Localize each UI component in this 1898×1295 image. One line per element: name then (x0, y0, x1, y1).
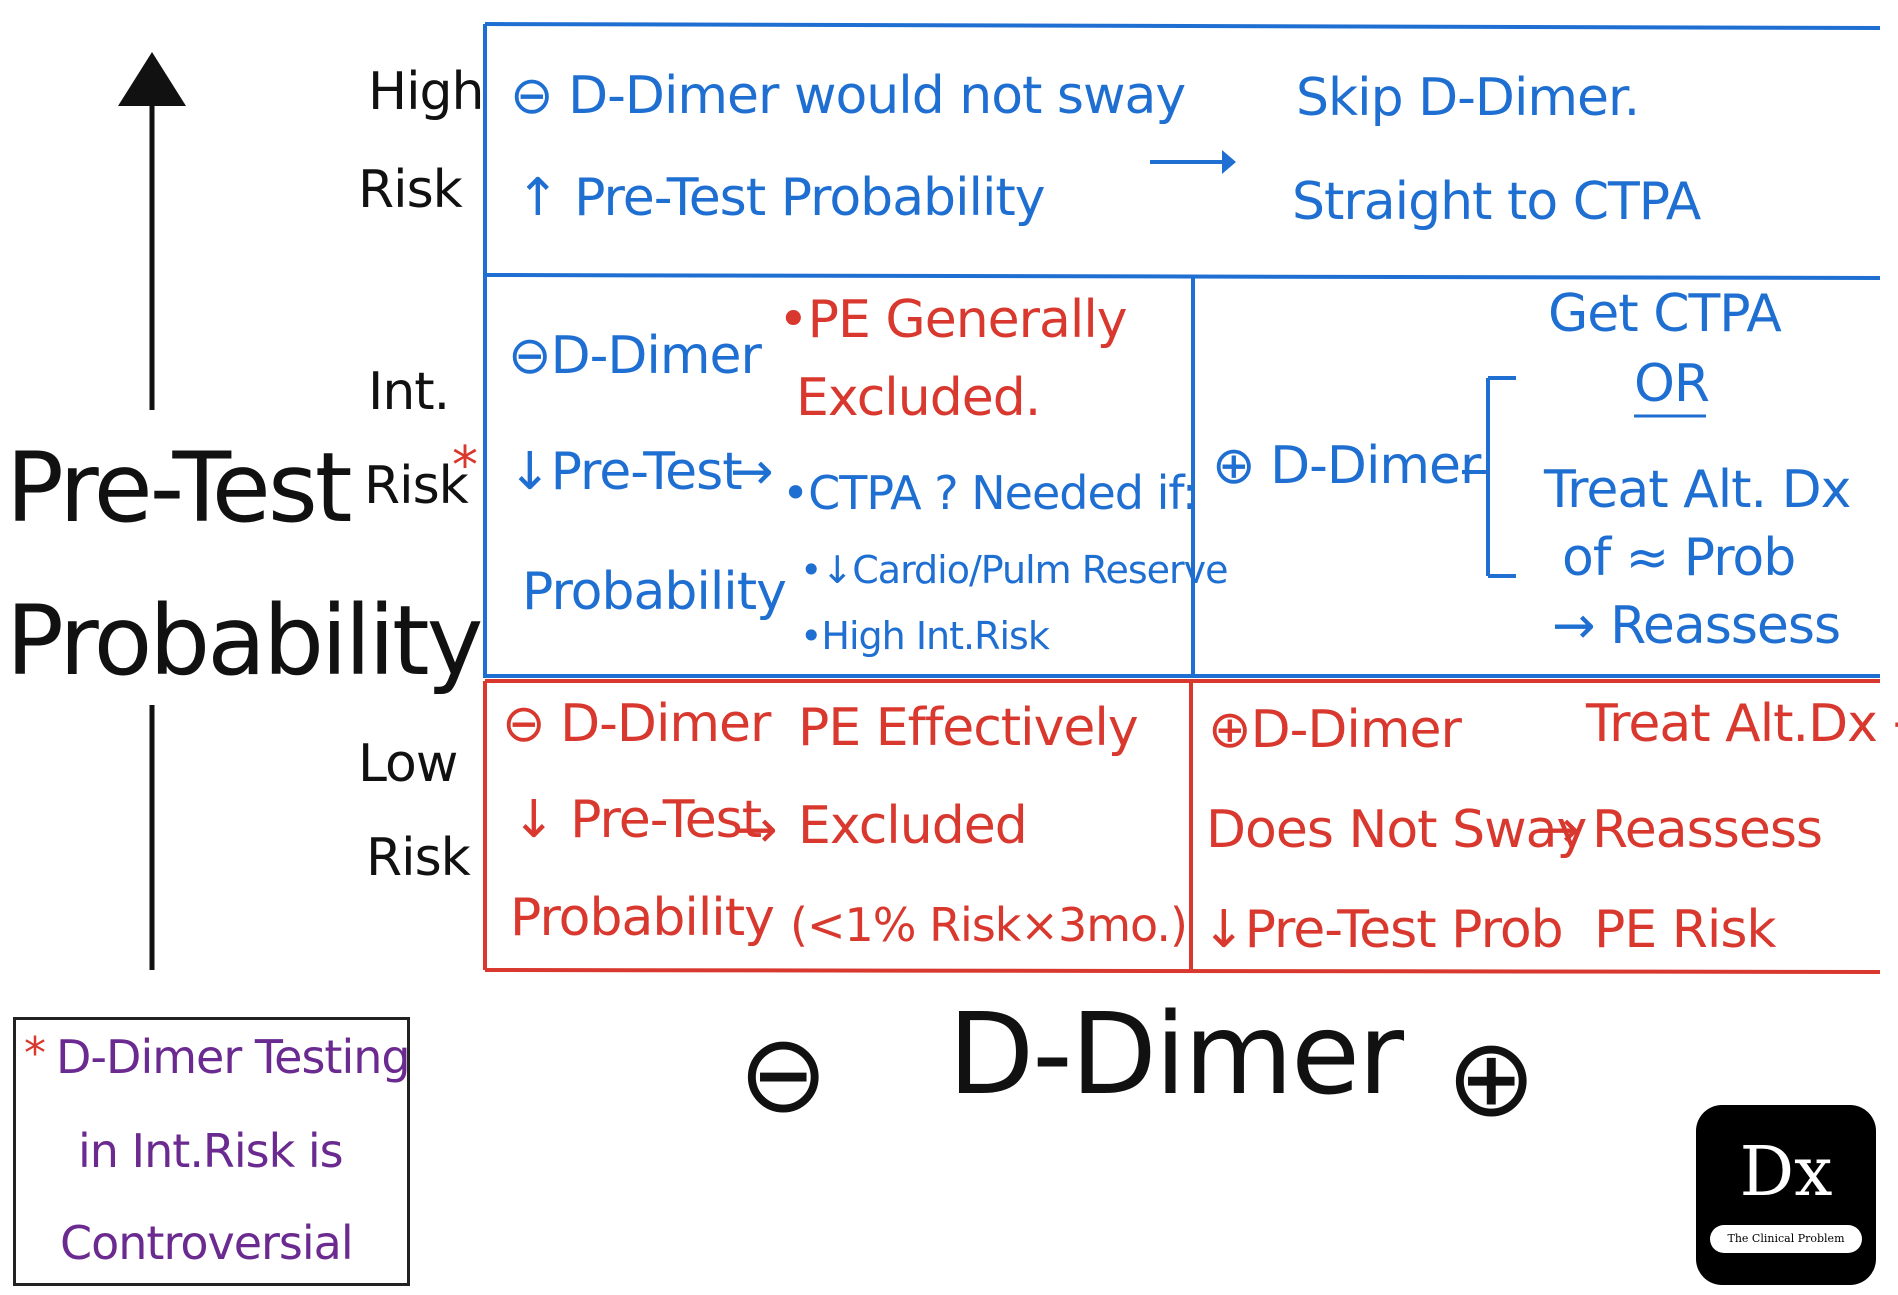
plus-symbol: ⊕ (1446, 1016, 1537, 1141)
risk-label-int-2: Risk (364, 456, 469, 516)
red-grid (483, 679, 1881, 974)
low-pos-pretest-prob: ↓Pre-Test Prob (1202, 900, 1564, 960)
risk-label-low-1: Low (358, 734, 458, 794)
int-neg-ddimer: ⊖D-Dimer (508, 326, 762, 386)
int-neg-pe-line2: Excluded. (796, 368, 1041, 428)
int-neg-bullet2: •High Int.Risk (800, 614, 1050, 658)
int-pos-or: OR (1634, 354, 1710, 414)
low-pos-treat-line2: Reassess (1592, 800, 1823, 860)
low-neg-arrow: → (734, 800, 778, 860)
y-axis-title-line1: Pre-Test (6, 432, 352, 544)
int-neg-arrow: → (730, 442, 774, 502)
int-pos-treat-line1: Treat Alt. Dx (1544, 460, 1851, 520)
low-neg-pretest: ↓ Pre-Test (512, 790, 762, 850)
note-line3: Controversial (60, 1216, 354, 1270)
high-arrow-head (1222, 150, 1236, 174)
note-asterisk: * (24, 1028, 46, 1079)
low-neg-pe-line1: PE Effectively (798, 698, 1139, 758)
int-neg-pretest: ↓Pre-Test (508, 442, 743, 502)
low-pos-ddimer: ⊕D-Dimer (1208, 700, 1462, 760)
int-neg-bullet1: •↓Cardio/Pulm Reserve (800, 548, 1228, 592)
low-pos-treat-line3: PE Risk (1594, 900, 1777, 960)
logo: Dx The Clinical Problem Solvers (1696, 1105, 1876, 1285)
high-right-line1: Skip D-Dimer. (1296, 68, 1640, 128)
risk-label-low-2: Risk (366, 828, 471, 888)
int-neg-ctpa: •CTPA ? Needed if: (782, 466, 1197, 520)
low-neg-ddimer: ⊖ D-Dimer (502, 694, 771, 754)
int-neg-probability: Probability (522, 562, 787, 622)
logo-mark: Dx (1739, 1133, 1833, 1212)
risk-label-high-1: High (368, 62, 485, 122)
int-pos-get-ctpa: Get CTPA (1548, 284, 1782, 344)
int-neg-pe-line1: •PE Generally (778, 290, 1128, 350)
low-pos-treat-line1: Treat Alt.Dx → (1586, 694, 1898, 754)
high-right-line2: Straight to CTPA (1292, 172, 1701, 232)
low-neg-pe-line3: (<1% Risk×3mo.) (790, 898, 1188, 952)
note-line2: in Int.Risk is (78, 1124, 344, 1178)
int-pos-ddimer: ⊕ D-Dimer (1212, 436, 1481, 496)
int-pos-treat-line2: of ≈ Prob (1562, 528, 1796, 588)
low-neg-probability: Probability (510, 888, 775, 948)
note-box: * D-Dimer Testing in Int.Risk is Controv… (13, 1017, 411, 1286)
up-arrow-icon (118, 52, 186, 106)
y-axis-title-line2: Probability (6, 585, 483, 697)
note-line1: D-Dimer Testing (56, 1030, 411, 1084)
risk-label-int-1: Int. (368, 362, 450, 422)
int-pos-treat-line3: → Reassess (1552, 596, 1841, 656)
high-left-line1: ⊖ D-Dimer would not sway (510, 66, 1186, 126)
risk-label-high-2: Risk (358, 160, 463, 220)
high-left-line2: ↑ Pre-Test Probability (516, 168, 1046, 228)
bracket-icon (1462, 376, 1516, 578)
blue-grid (483, 22, 1881, 678)
int-risk-asterisk: * (452, 436, 478, 496)
logo-caption: The Clinical Problem Solvers (1710, 1225, 1862, 1273)
low-neg-pe-line2: Excluded (798, 796, 1028, 856)
low-pos-arrow: → (1536, 800, 1580, 860)
minus-symbol: ⊖ (738, 1012, 829, 1137)
x-axis-title: D-Dimer (948, 990, 1404, 1120)
low-pos-does-not-sway: Does Not Sway (1206, 800, 1587, 860)
